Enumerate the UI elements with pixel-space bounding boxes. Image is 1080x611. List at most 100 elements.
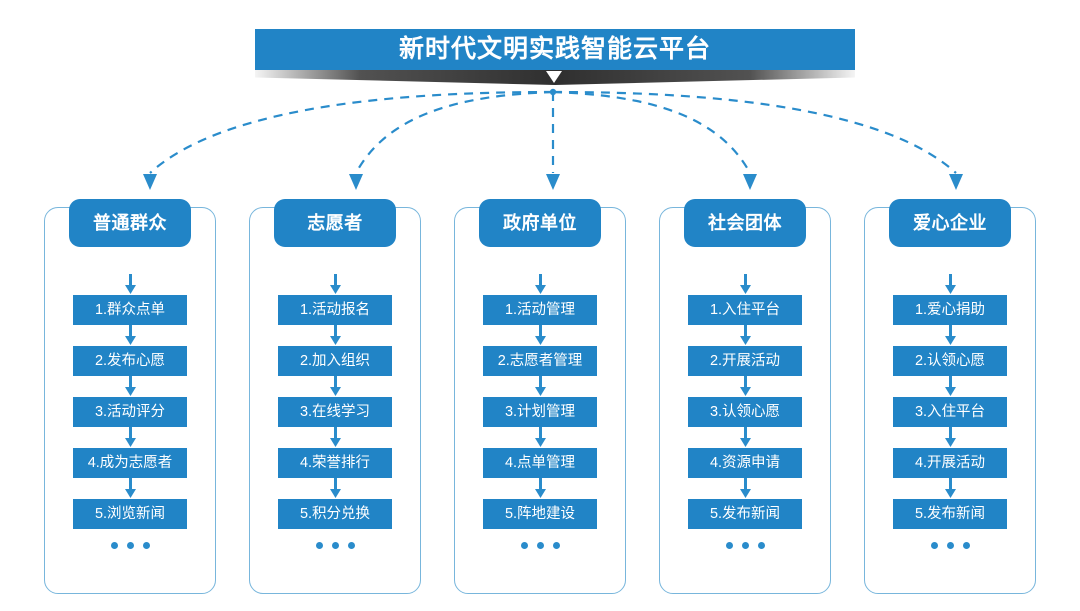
more-dot	[142, 542, 150, 549]
more-dot	[757, 542, 765, 549]
role-step-label: 5.积分兑换	[299, 505, 371, 522]
role-step-item[interactable]: 4.资源申请	[688, 448, 802, 478]
more-dot	[946, 542, 954, 549]
role-step-label: 1.爱心捐助	[914, 301, 986, 318]
flow-arrow-down-icon	[739, 376, 751, 396]
role-step-item[interactable]: 2.认领心愿	[893, 346, 1007, 376]
title-bar: 新时代文明实践智能云平台	[255, 29, 855, 70]
more-dot	[126, 542, 134, 549]
role-step-list: 1.活动管理 2.志愿者管理 3.计划管理 4.点单管理 5.阵地建设	[454, 247, 626, 594]
role-step-label: 3.活动评分	[94, 403, 166, 420]
role-step-item[interactable]: 5.发布新闻	[893, 499, 1007, 529]
role-step-label: 2.认领心愿	[914, 352, 986, 369]
role-step-item[interactable]: 5.浏览新闻	[73, 499, 187, 529]
role-step-label: 1.群众点单	[94, 301, 166, 318]
arrowhead-column-5	[949, 174, 963, 190]
role-column-title: 政府单位	[503, 213, 577, 233]
role-step-item[interactable]: 3.认领心愿	[688, 397, 802, 427]
role-step-label: 1.入住平台	[709, 301, 781, 318]
more-dot	[110, 542, 118, 549]
role-step-item[interactable]: 2.开展活动	[688, 346, 802, 376]
role-step-label: 4.开展活动	[914, 454, 986, 471]
role-column: 志愿者 1.活动报名 2.加入组织 3.在线学习 4.荣誉排行 5.积分兑换	[249, 199, 421, 594]
role-step-label: 5.发布新闻	[709, 505, 781, 522]
role-step-label: 2.加入组织	[299, 352, 371, 369]
arrowhead-column-4	[743, 174, 757, 190]
role-step-item[interactable]: 1.群众点单	[73, 295, 187, 325]
flow-arrow-down-icon	[124, 478, 136, 498]
header-spacer	[129, 247, 131, 274]
role-step-item[interactable]: 5.阵地建设	[483, 499, 597, 529]
header-spacer	[539, 247, 541, 274]
more-dot	[520, 542, 528, 549]
role-column-header[interactable]: 爱心企业	[889, 199, 1011, 247]
role-column: 政府单位 1.活动管理 2.志愿者管理 3.计划管理 4.点单管理 5.阵地建设	[454, 199, 626, 594]
role-step-item[interactable]: 4.荣誉排行	[278, 448, 392, 478]
flow-arrow-down-icon	[124, 427, 136, 447]
flow-arrow-down-icon	[944, 325, 956, 345]
role-step-item[interactable]: 2.发布心愿	[73, 346, 187, 376]
header-spacer	[744, 247, 746, 274]
more-dot	[930, 542, 938, 549]
role-column-header[interactable]: 社会团体	[684, 199, 806, 247]
role-step-label: 4.成为志愿者	[87, 454, 173, 471]
role-step-label: 5.发布新闻	[914, 505, 986, 522]
more-items-indicator	[725, 542, 765, 549]
role-step-item[interactable]: 4.点单管理	[483, 448, 597, 478]
role-step-item[interactable]: 1.入住平台	[688, 295, 802, 325]
page-title: 新时代文明实践智能云平台	[398, 35, 711, 63]
role-step-item[interactable]: 5.发布新闻	[688, 499, 802, 529]
more-items-indicator	[315, 542, 355, 549]
flow-arrow-down-icon	[534, 478, 546, 498]
connector-to-column-2	[355, 90, 554, 174]
role-column: 爱心企业 1.爱心捐助 2.认领心愿 3.入住平台 4.开展活动 5.发布新闻	[864, 199, 1036, 594]
role-step-label: 5.阵地建设	[504, 505, 576, 522]
role-step-item[interactable]: 2.加入组织	[278, 346, 392, 376]
arrowhead-column-2	[349, 174, 363, 190]
role-step-item[interactable]: 3.计划管理	[483, 397, 597, 427]
role-step-item[interactable]: 4.开展活动	[893, 448, 1007, 478]
more-items-indicator	[520, 542, 560, 549]
role-step-label: 1.活动报名	[299, 301, 371, 318]
flow-arrow-down-icon	[944, 274, 956, 294]
role-column-header[interactable]: 志愿者	[274, 199, 396, 247]
role-step-label: 4.点单管理	[504, 454, 576, 471]
role-step-item[interactable]: 3.在线学习	[278, 397, 392, 427]
role-column-title: 爱心企业	[913, 213, 987, 233]
role-step-label: 3.计划管理	[504, 403, 576, 420]
role-step-item[interactable]: 3.活动评分	[73, 397, 187, 427]
flow-arrow-down-icon	[739, 274, 751, 294]
flow-arrow-down-icon	[124, 325, 136, 345]
connector-to-column-1	[149, 90, 554, 174]
role-step-label: 4.荣誉排行	[299, 454, 371, 471]
role-column-title: 普通群众	[93, 213, 167, 233]
role-step-label: 4.资源申请	[709, 454, 781, 471]
role-step-item[interactable]: 4.成为志愿者	[73, 448, 187, 478]
flow-arrow-down-icon	[944, 427, 956, 447]
role-step-label: 3.入住平台	[914, 403, 986, 420]
role-step-label: 5.浏览新闻	[94, 505, 166, 522]
role-step-list: 1.活动报名 2.加入组织 3.在线学习 4.荣誉排行 5.积分兑换	[249, 247, 421, 594]
flow-arrow-down-icon	[534, 376, 546, 396]
more-dot	[331, 542, 339, 549]
flow-arrow-down-icon	[739, 325, 751, 345]
role-column-header[interactable]: 普通群众	[69, 199, 191, 247]
role-step-list: 1.群众点单 2.发布心愿 3.活动评分 4.成为志愿者 5.浏览新闻	[44, 247, 216, 594]
role-step-label: 2.发布心愿	[94, 352, 166, 369]
role-step-item[interactable]: 1.活动管理	[483, 295, 597, 325]
role-column: 普通群众 1.群众点单 2.发布心愿 3.活动评分 4.成为志愿者 5.浏览新闻	[44, 199, 216, 594]
more-dot	[347, 542, 355, 549]
role-step-item[interactable]: 1.活动报名	[278, 295, 392, 325]
role-column-header[interactable]: 政府单位	[479, 199, 601, 247]
connector-to-column-4	[552, 90, 751, 174]
arrowhead-column-1	[143, 174, 157, 190]
role-step-item[interactable]: 1.爱心捐助	[893, 295, 1007, 325]
flow-arrow-down-icon	[329, 376, 341, 396]
role-step-label: 1.活动管理	[504, 301, 576, 318]
role-step-item[interactable]: 5.积分兑换	[278, 499, 392, 529]
role-step-item[interactable]: 3.入住平台	[893, 397, 1007, 427]
role-step-label: 3.在线学习	[299, 403, 371, 420]
role-step-item[interactable]: 2.志愿者管理	[483, 346, 597, 376]
connector-to-column-5	[552, 90, 957, 174]
